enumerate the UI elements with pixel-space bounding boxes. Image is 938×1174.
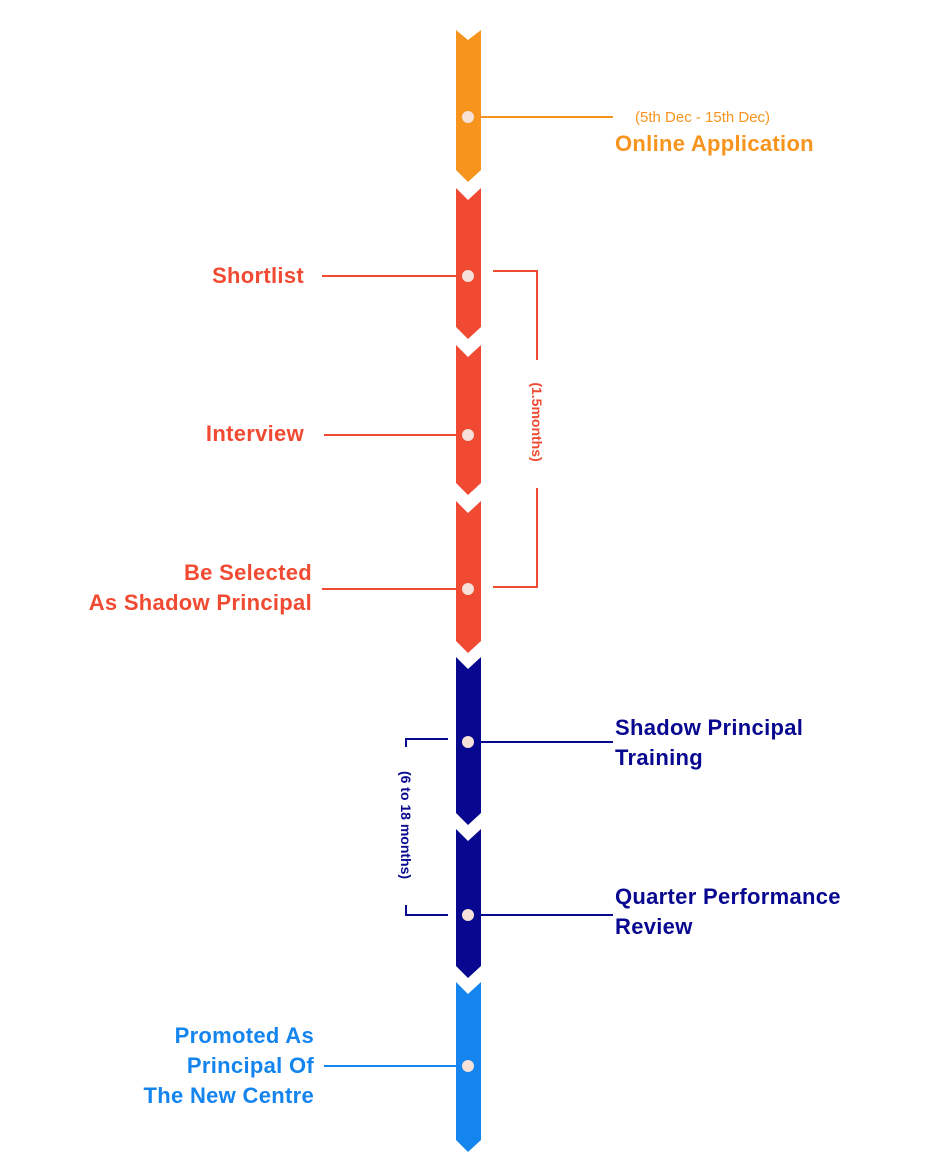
step-label-line: As Shadow Principal [88, 590, 312, 615]
duration-short-phase: (1.5months) [529, 382, 545, 462]
step-label-line: Promoted As [174, 1023, 314, 1048]
dot-interview [462, 429, 474, 441]
step-label-line: Training [615, 745, 703, 770]
segment-quarter-review [456, 829, 481, 978]
step-label-line: Principal Of [186, 1053, 314, 1078]
step-label-line: Interview [205, 421, 304, 446]
dot-be-selected [462, 583, 474, 595]
step-label-line: Shortlist [212, 263, 304, 288]
online-application-dates: (5th Dec - 15th Dec) [635, 109, 771, 126]
dot-shadow-training [462, 736, 474, 748]
step-interview: Interview [206, 419, 304, 449]
step-online-application: Online Application [615, 129, 814, 159]
step-label-line: Review [615, 914, 693, 939]
segment-shortlist [456, 188, 481, 339]
bracket-short-phase [493, 270, 538, 588]
duration-training-phase: (6 to 18 months) [398, 770, 414, 880]
dot-shortlist [462, 270, 474, 282]
step-be-selected: Be Selected As Shadow Principal [89, 558, 312, 618]
step-label-line: Online Application [615, 131, 814, 156]
segment-online-application [456, 30, 481, 182]
dot-online-application [462, 111, 474, 123]
step-label-line: Be Selected [183, 560, 312, 585]
bracket-training-phase [405, 738, 448, 916]
dot-promoted [462, 1060, 474, 1072]
step-shadow-training: Shadow Principal Training [615, 713, 803, 773]
step-quarter-review: Quarter Performance Review [615, 882, 841, 942]
segment-interview [456, 345, 481, 495]
dot-quarter-review [462, 909, 474, 921]
step-shortlist: Shortlist [212, 261, 304, 291]
step-label-line: Quarter Performance [615, 884, 841, 909]
segment-be-selected [456, 501, 481, 653]
step-label-line: Shadow Principal [615, 715, 804, 740]
step-promoted: Promoted As Principal Of The New Centre [144, 1021, 314, 1111]
step-label-line: The New Centre [143, 1083, 314, 1108]
